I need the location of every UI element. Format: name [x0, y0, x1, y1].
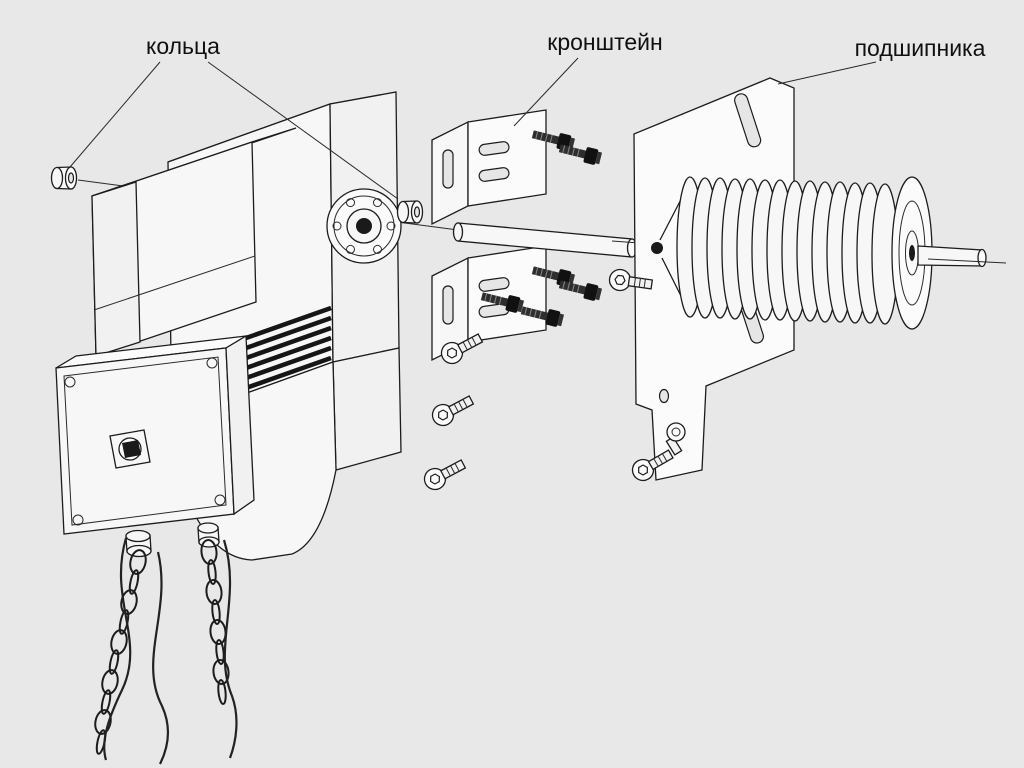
torsion-spring	[651, 176, 899, 325]
label-bracket: кронштейн	[547, 29, 662, 55]
motor-block	[91, 127, 297, 357]
leader-line-rings-right	[207, 61, 399, 200]
callouts: кольца кронштейн подшипника	[69, 29, 986, 200]
label-rings: кольца	[146, 33, 220, 59]
angle-bracket-upper	[431, 109, 547, 225]
cables	[103, 537, 238, 765]
leader-line-bracket	[513, 57, 579, 127]
hand-chain-right	[200, 539, 230, 705]
cable-glands	[125, 522, 220, 558]
shaft-stub	[917, 245, 987, 268]
axis-line-right-end	[927, 258, 1007, 264]
leader-line-rings-left	[69, 61, 161, 168]
eye-bolt	[665, 422, 686, 456]
control-box	[55, 334, 255, 535]
ring-left	[50, 166, 78, 190]
drive-square	[109, 429, 151, 469]
leader-line-bearing	[777, 61, 877, 85]
output-flange	[326, 188, 402, 264]
plate-screws	[607, 267, 686, 485]
cooling-fins	[245, 305, 332, 391]
drum-end-disc	[891, 176, 933, 330]
motor-assembly	[55, 91, 402, 765]
socket-cap-screws	[420, 328, 486, 494]
label-bearing: подшипника	[855, 35, 986, 61]
ring-right	[396, 200, 424, 224]
